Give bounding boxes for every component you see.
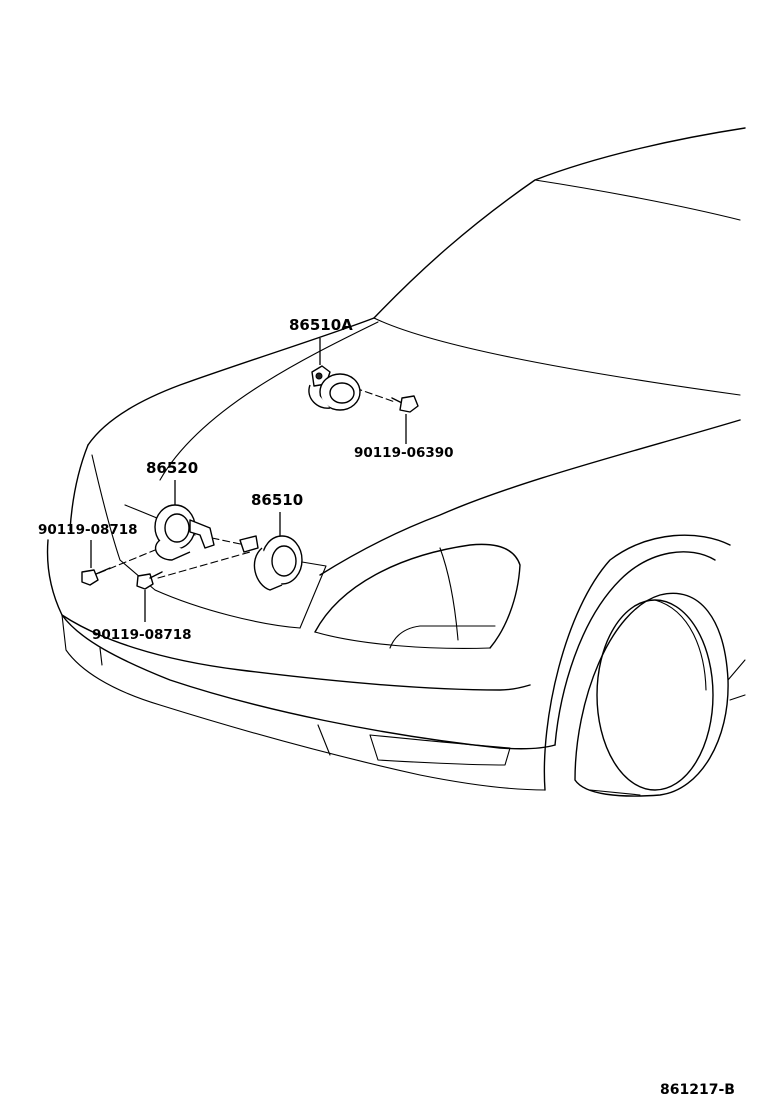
horn-high-drawing xyxy=(239,535,303,591)
bolt-left-drawing xyxy=(81,567,111,586)
part-label-86510a: 86510A xyxy=(289,316,353,334)
horn-high-a-drawing xyxy=(308,365,361,411)
bolt-label-left: 90119-08718 xyxy=(38,522,138,538)
diagram-reference-code: 861217-B xyxy=(660,1082,735,1098)
car-outline xyxy=(46,127,746,797)
horn-low-drawing xyxy=(154,504,215,561)
leader-lines xyxy=(90,338,407,622)
bolt-center-drawing xyxy=(136,571,163,590)
part-label-86510: 86510 xyxy=(251,491,303,509)
bolt-label-upper: 90119-06390 xyxy=(354,445,454,461)
bolt-label-center: 90119-08718 xyxy=(92,627,192,643)
part-label-86520: 86520 xyxy=(146,459,198,477)
bolt-upper-drawing xyxy=(391,395,419,413)
